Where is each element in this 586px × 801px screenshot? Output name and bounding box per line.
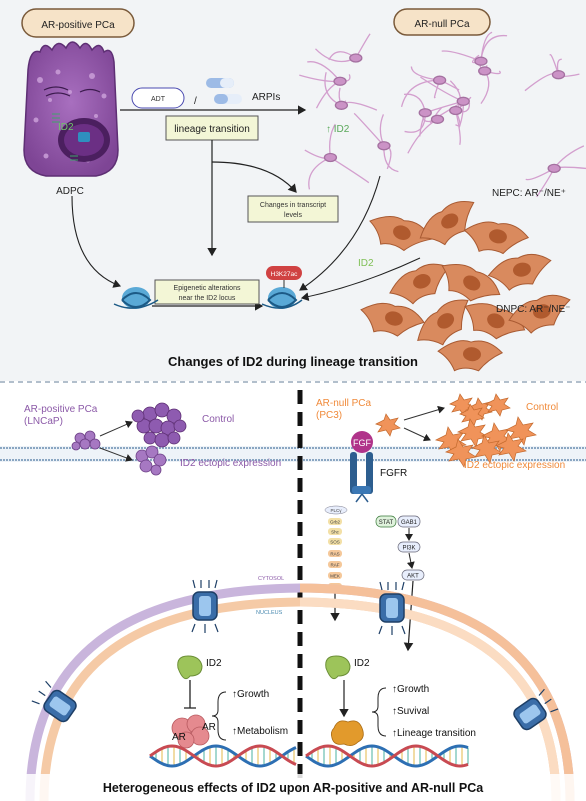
nuclear-pore-left-side xyxy=(31,680,77,723)
nepc-label: NEPC: AR⁻/NE⁺ xyxy=(492,188,566,199)
left-title-line1: AR-positive PCa xyxy=(24,404,98,415)
left-effect-growth: ↑Growth xyxy=(232,689,269,700)
ar-protein xyxy=(171,714,210,749)
arrow-dnpc-to-chromatin xyxy=(300,257,421,301)
pc3-cluster-control xyxy=(449,393,511,427)
svg-text:ADT: ADT xyxy=(151,96,166,103)
left-id2-label: ID2 xyxy=(206,658,222,669)
svg-text:H3K27ac: H3K27ac xyxy=(271,271,298,278)
nucleus-label: NUCLEUS xyxy=(256,610,283,616)
svg-text:AKT: AKT xyxy=(407,574,419,580)
adpc-cell-illustration xyxy=(23,41,119,177)
ar-positive-pill: AR-positive PCa xyxy=(21,8,135,38)
lineage-transition-box: lineage transition xyxy=(165,115,259,141)
bottom-section-title: Heterogeneous effects of ID2 upon AR-pos… xyxy=(103,781,484,795)
svg-text:GAB1: GAB1 xyxy=(401,520,418,526)
svg-text:Shc: Shc xyxy=(331,530,340,535)
nuclear-pore-right-side xyxy=(513,688,559,731)
dna-helix-left xyxy=(149,744,297,768)
epigenetic-alterations-box: Epigenetic alterations near the ID2 locu… xyxy=(154,279,260,305)
left-control-label: Control xyxy=(202,414,234,425)
nepc-neuron-network xyxy=(299,31,586,198)
id2-protein-left xyxy=(177,655,203,680)
arpi-pills-icon xyxy=(206,78,242,104)
dna-helix-right xyxy=(305,744,469,768)
akt-pathway: STAT GAB1 PI3K AKT xyxy=(375,515,425,652)
right-ectopic-label: ID2 ectopic expression xyxy=(464,460,565,471)
lncap-cluster-control xyxy=(131,402,187,448)
cytosol-label: CYTOSOL xyxy=(258,576,284,582)
pc3-cluster-ectopic xyxy=(434,416,537,468)
left-ectopic-label: ID2 ectopic expression xyxy=(180,458,281,469)
ar-label-1: AR xyxy=(202,722,216,733)
svg-text:RAS: RAS xyxy=(330,552,339,557)
slash: / xyxy=(194,96,197,107)
svg-text:levels: levels xyxy=(284,212,302,219)
svg-text:STAT: STAT xyxy=(379,520,394,526)
nuclear-pore-right-top xyxy=(378,581,406,635)
left-title-line2: (LNCaP) xyxy=(24,416,63,427)
arrow-lncap-control xyxy=(99,420,133,437)
nepc-id2-label: ↑ ID2 xyxy=(326,124,350,135)
fgfr-label: FGFR xyxy=(380,468,407,479)
transcript-levels-box: Changes in transcript levels xyxy=(247,195,339,223)
svg-text:RAF: RAF xyxy=(331,563,340,568)
svg-text:Grb2: Grb2 xyxy=(330,520,341,525)
svg-text:PLCγ: PLCγ xyxy=(330,508,342,513)
svg-text:lineage transition: lineage transition xyxy=(174,124,250,135)
arrow-adpc-to-chromatin xyxy=(71,195,122,288)
svg-text:near the ID2 locus: near the ID2 locus xyxy=(179,295,236,302)
nucleosome-right xyxy=(261,287,303,309)
ar-null-pill: AR-null PCa xyxy=(393,8,491,36)
left-inhibition xyxy=(184,680,196,709)
dnpc-label: DNPC: AR⁻/NE⁻ xyxy=(496,304,570,315)
svg-text:MEK: MEK xyxy=(330,574,340,579)
bottom-title-bg xyxy=(0,774,586,801)
right-effect-lineage: ↑Lineage transition xyxy=(392,728,476,739)
arrow-nepc-to-chromatin xyxy=(299,175,381,291)
erk-pathway: PLCγ Grb2 Shc SOS RAS RAF MEK ERK xyxy=(324,505,348,622)
left-effect-metabolism: ↑Metabolism xyxy=(232,726,288,737)
dnpc-id2-label: ID2 xyxy=(358,258,374,269)
lncap-cluster-ectopic xyxy=(135,445,167,476)
arrow-pc3-control xyxy=(403,405,445,421)
right-title-line1: AR-null PCa xyxy=(316,398,371,409)
right-control-label: Control xyxy=(526,402,558,413)
left-brace xyxy=(211,691,227,741)
ar-label-2: AR xyxy=(172,732,186,743)
fgf-ligand: FGF xyxy=(351,431,373,453)
right-id2-label: ID2 xyxy=(354,658,370,669)
arrow-lncap-ectopic xyxy=(99,447,133,462)
svg-text:FGF: FGF xyxy=(353,438,371,448)
orange-tf-protein xyxy=(330,720,364,746)
svg-text:AR-null PCa: AR-null PCa xyxy=(414,19,469,30)
fgfr-receptor xyxy=(350,452,373,503)
svg-text:Changes in transcript: Changes in transcript xyxy=(260,202,326,209)
arrow-pc3-ectopic xyxy=(403,427,431,442)
top-section-title: Changes of ID2 during lineage transition xyxy=(168,354,418,369)
svg-text:AR-positive PCa: AR-positive PCa xyxy=(41,20,115,31)
dnpc-cells xyxy=(360,201,571,372)
pc3-cluster-small xyxy=(375,413,401,437)
svg-text:Epigenetic alterations: Epigenetic alterations xyxy=(174,285,241,292)
nuclear-envelope xyxy=(25,583,575,801)
right-effect-survival: ↑Suvival xyxy=(392,706,429,717)
arrow-to-transcript xyxy=(211,161,297,193)
right-title-line2: (PC3) xyxy=(316,410,342,421)
lncap-cluster-small xyxy=(71,430,101,451)
arpis-label: ARPIs xyxy=(252,92,280,103)
id2-protein-right xyxy=(325,655,351,680)
nucleosome-left xyxy=(113,287,159,309)
adpc-label: ADPC xyxy=(56,186,84,197)
nuclear-pore-left-top xyxy=(191,579,219,633)
adt-pill: ADT xyxy=(131,87,185,109)
svg-text:PI3K: PI3K xyxy=(402,546,415,552)
right-effect-growth: ↑Growth xyxy=(392,684,429,695)
right-brace xyxy=(371,687,387,737)
cell-id2-label: ID2 xyxy=(58,122,74,133)
h3k27ac-mark: H3K27ac xyxy=(266,266,302,288)
svg-text:SOS: SOS xyxy=(330,540,340,545)
